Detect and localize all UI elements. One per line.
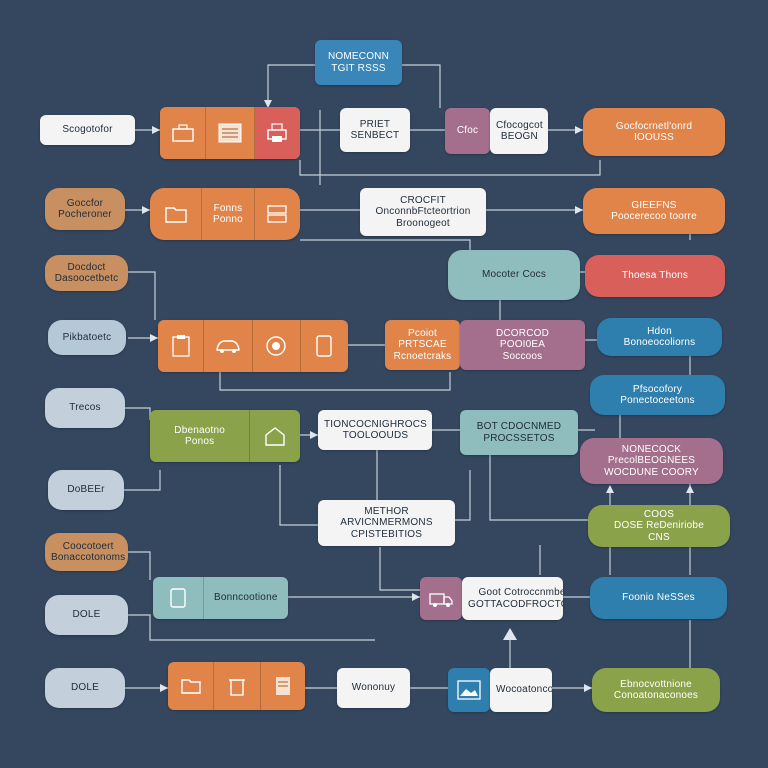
- sage-mid-node: Mocoter Cocs: [448, 250, 580, 300]
- right-node-2-label: GIEEFNS Poocerecoo toorre: [611, 199, 697, 223]
- right-teal-1-label: Hdon Bonoeocoliorns: [623, 325, 696, 349]
- left-node-6: DoBEEr: [48, 470, 124, 510]
- bin-icon: [214, 662, 261, 710]
- left-node-6-label: DoBEEr: [67, 484, 105, 496]
- purple-doc-node: Cfoc: [445, 108, 490, 154]
- left-node-9: DOLE: [45, 668, 125, 708]
- left-node-1-label: Scogotofor: [62, 124, 113, 136]
- tablet-icon-2: [153, 577, 204, 619]
- right-teal-1: Hdon Bonoeocoliorns: [597, 318, 722, 356]
- right-teal-3: Foonio NeSSes: [590, 577, 727, 619]
- purple-seg-label: DCORCOD POOI0EA Soccoos: [495, 327, 550, 362]
- bottom-white-right: Wocoatoncos: [490, 668, 552, 712]
- right-red-node: Thoesa Thons: [585, 255, 725, 297]
- mid-dark-box: CROCFIT OnconnbFtcteortrion Broonogeot: [360, 188, 486, 236]
- left-node-5: Trecos: [45, 388, 125, 428]
- purple-seg-node: DCORCOD POOI0EA Soccoos: [460, 320, 585, 370]
- tablet-icon: [301, 320, 348, 372]
- center-white-1-label: TIONCOCNIGHROCS TOOLOOUDS: [324, 418, 427, 442]
- center-orange-label: Pcoiot PRTSCAE Rcnoetcraks: [393, 327, 452, 362]
- right-teal-2-label: Pfsocofory Ponectoceetons: [620, 383, 695, 407]
- bottom-white-left: Wononuy: [337, 668, 410, 708]
- center-white-2: METHOR ARVICNMERMONS CPISTEBITIOS: [318, 500, 455, 546]
- folder-icon: [150, 188, 203, 240]
- right-purple-node: NONECOCK PrecolBEOGNEES WOCDUNE COORY: [580, 438, 723, 484]
- bottom-white-mid: Goot Cotroccnmbe GOTTACODFROCTOR: [462, 577, 563, 620]
- orange-strip-2-label: Fonns Ponno: [213, 202, 243, 226]
- sage-green-box-label: BOT CDOCNMED PROCSSETOS: [476, 421, 562, 444]
- left-node-9-label: DOLE: [70, 682, 100, 694]
- left-node-8: DOLE: [45, 595, 128, 635]
- server-icon: [255, 188, 300, 240]
- center-white-1: TIONCOCNIGHROCS TOOLOOUDS: [318, 410, 432, 450]
- sage-mid-label: Mocoter Cocs: [481, 269, 547, 281]
- bottom-white-mid-label: Goot Cotroccnmbe GOTTACODFROCTOR: [468, 587, 563, 610]
- right-red-label: Thoesa Thons: [621, 270, 689, 282]
- left-node-4-label: Pikbatoetc: [62, 331, 112, 343]
- left-node-4: Pikbatoetc: [48, 320, 126, 355]
- top-mid-box: Cfocogcot BEOGN: [490, 108, 548, 154]
- left-node-5-label: Trecos: [69, 402, 101, 414]
- document-icon: [206, 107, 255, 159]
- sage-green-box: BOT CDOCNMED PROCSSETOS: [460, 410, 578, 455]
- folder-icon-2: [168, 662, 215, 710]
- right-purple-label: NONECOCK PrecolBEOGNEES WOCDUNE COORY: [604, 443, 699, 478]
- image-icon: [456, 679, 482, 701]
- green-left-label: Dbenaotno Ponos: [174, 424, 226, 448]
- title-node: NOMECONN TGIT RSSS: [315, 40, 402, 85]
- left-node-8-label: DOLE: [72, 609, 101, 621]
- sage-bottom-node: Bonncootione: [153, 577, 288, 619]
- clipboard-icon: [158, 320, 205, 372]
- house-icon: [250, 410, 300, 462]
- left-node-2: Goccfor Pocheroner: [45, 188, 125, 230]
- mid-dark-box-label: CROCFIT OnconnbFtcteortrion Broonogeot: [375, 194, 471, 229]
- left-node-7-label: Coocotoert Bonaccotonoms: [51, 540, 126, 564]
- left-node-3-label: Docdoct Dasoocetbetc: [54, 261, 119, 285]
- bottom-right-green-label: Ebnocvottnione Conoatonaconoes: [613, 678, 699, 702]
- navy-image-node: [448, 668, 490, 712]
- top-mid-box-label: Cfocogcot BEOGN: [496, 119, 543, 143]
- orange-icon-strip-3: [158, 320, 348, 372]
- print-box-label: PRIET SENBECT: [350, 118, 400, 142]
- purple-doc-label: Cfoc: [456, 125, 479, 137]
- green-left-node: Dbenaotno Ponos: [150, 410, 300, 462]
- document-icon-2: [261, 662, 305, 710]
- right-green-label: COOS DOSE ReDeniriobe CNS: [614, 508, 704, 543]
- orange-icon-strip-1: [160, 107, 300, 159]
- orange-icon-strip-2: Fonns Ponno: [150, 188, 300, 240]
- right-node-1: Gocfocrnetl'onrd IOOUSS: [583, 108, 725, 156]
- print-box: PRIET SENBECT: [340, 108, 410, 152]
- bottom-right-green: Ebnocvottnione Conoatonaconoes: [592, 668, 720, 712]
- right-teal-3-label: Foonio NeSSes: [622, 592, 695, 604]
- gear-icon: [253, 320, 301, 372]
- title-node-label: NOMECONN TGIT RSSS: [327, 51, 390, 74]
- printer-icon: [254, 107, 300, 159]
- right-node-2: GIEEFNS Poocerecoo toorre: [583, 188, 725, 234]
- sage-bottom-label: Bonncootione: [214, 592, 278, 604]
- center-orange-node: Pcoiot PRTSCAE Rcnoetcraks: [385, 320, 460, 370]
- car-icon: [204, 320, 253, 372]
- briefcase-icon: [160, 107, 207, 159]
- right-node-1-label: Gocfocrnetl'onrd IOOUSS: [615, 120, 693, 144]
- right-green-node: COOS DOSE ReDeniriobe CNS: [588, 505, 730, 547]
- purple-truck-node: [420, 577, 462, 620]
- left-node-1: Scogotofor: [40, 115, 135, 145]
- bottom-white-left-label: Wononuy: [351, 682, 396, 694]
- bottom-white-right-label: Wocoatoncos: [496, 684, 552, 696]
- truck-icon: [428, 589, 454, 609]
- center-white-2-label: METHOR ARVICNMERMONS CPISTEBITIOS: [340, 505, 433, 540]
- left-node-2-label: Goccfor Pocheroner: [58, 197, 112, 221]
- right-teal-2: Pfsocofory Ponectoceetons: [590, 375, 725, 415]
- orange-icon-strip-4: [168, 662, 305, 710]
- left-node-7: Coocotoert Bonaccotonoms: [45, 533, 128, 571]
- left-node-3: Docdoct Dasoocetbetc: [45, 255, 128, 291]
